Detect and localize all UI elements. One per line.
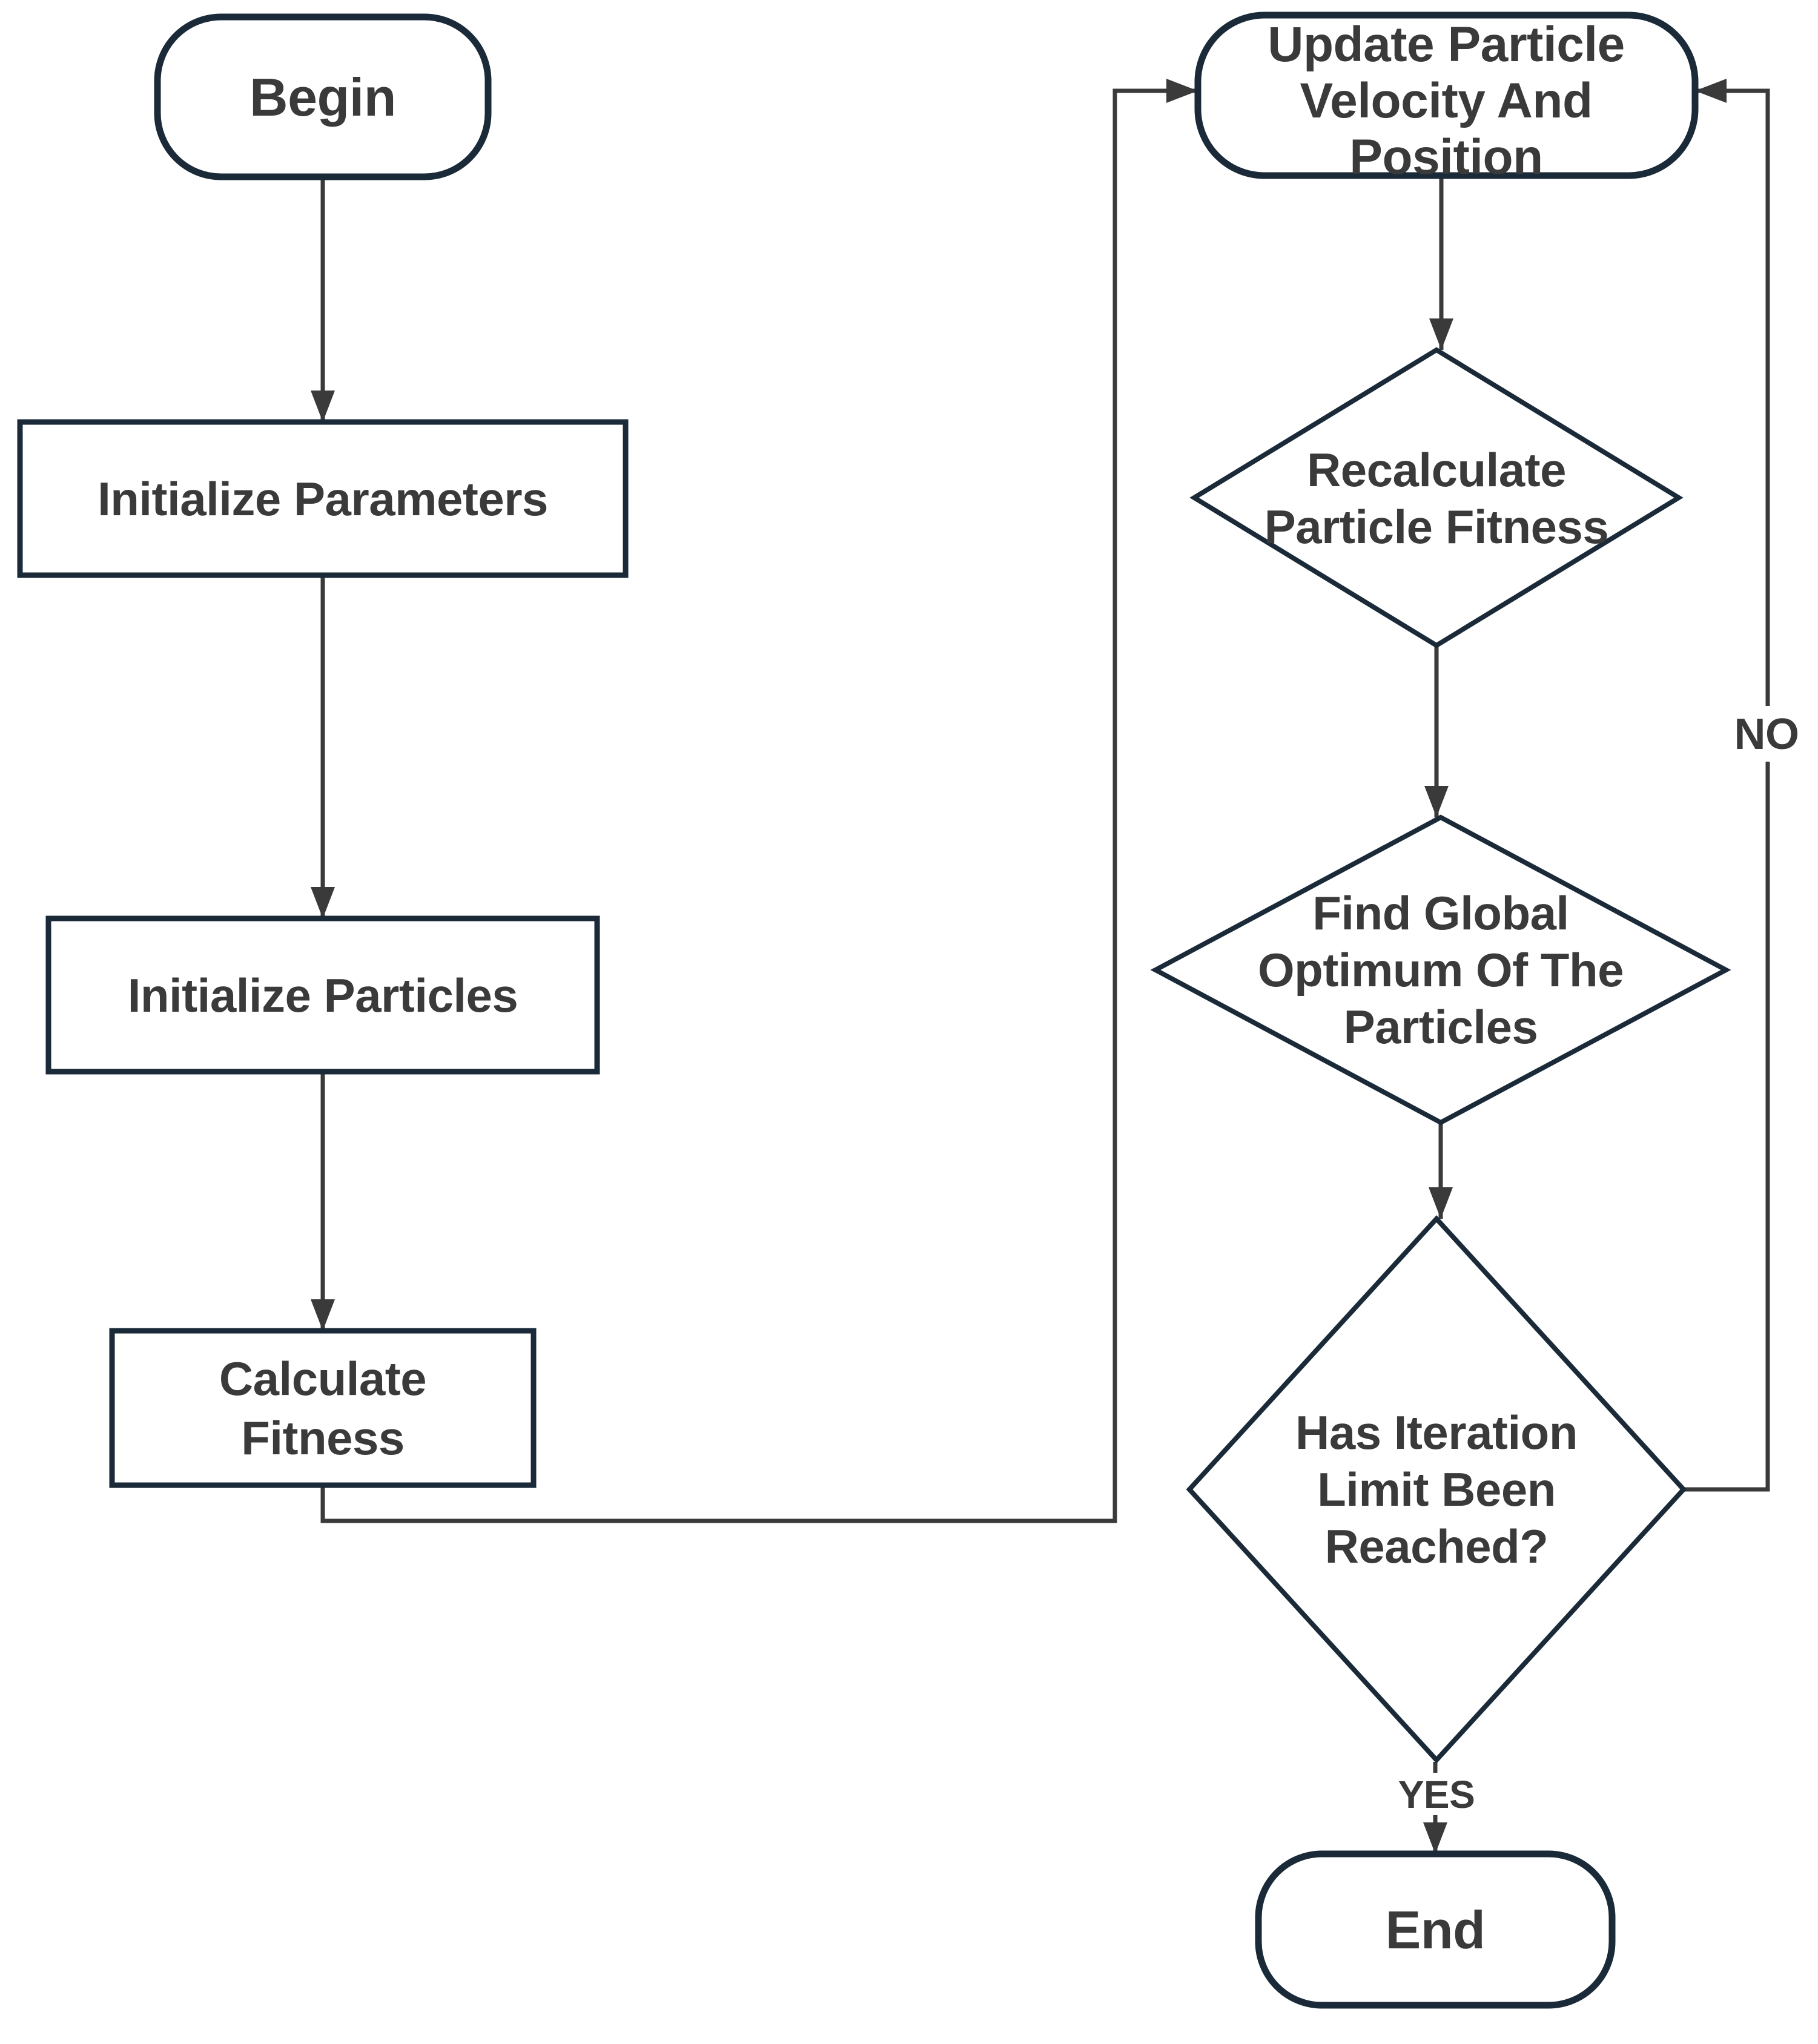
node-find-global-optimum: Find Global Optimum Of The Particles [1150, 814, 1731, 1126]
node-calculate-fitness: Calculate Fitness [109, 1328, 537, 1488]
edge-label-no: NO [1734, 710, 1799, 759]
update-particle-shape [1194, 12, 1699, 179]
node-end: End [1255, 1850, 1616, 2009]
edge-calculate-fitness-to-update-particle [320, 79, 1198, 1523]
end-label: End [1386, 1900, 1486, 1960]
recalculate-fitness-label-line1: Recalculate [1307, 443, 1566, 496]
edge-iteration-limit-to-update-particle-no [1684, 79, 1770, 1492]
begin-label: Begin [250, 67, 396, 127]
update-particle-label-line1: Update Particle [1268, 17, 1624, 72]
update-particle-label-line2: Velocity And [1300, 73, 1592, 128]
yes-label-mask [1392, 1773, 1481, 1815]
initialize-parameters-shape [17, 419, 629, 578]
edge-labels: NO YES [1392, 706, 1807, 1816]
calculate-fitness-label-line1: Calculate [219, 1352, 426, 1405]
recalculate-fitness-label-line2: Particle Fitness [1264, 500, 1609, 553]
recalculate-fitness-shape [1189, 347, 1684, 648]
node-initialize-parameters: Initialize Parameters [17, 419, 629, 578]
iteration-limit-shape [1186, 1215, 1687, 1764]
initialize-particles-shape [45, 915, 600, 1075]
begin-shape [154, 13, 492, 180]
find-global-optimum-label-line3: Particles [1344, 1000, 1538, 1053]
calculate-fitness-label-line2: Fitness [241, 1411, 405, 1465]
edge-label-yes: YES [1398, 1773, 1475, 1816]
edges [311, 79, 1770, 1854]
find-global-optimum-shape [1150, 814, 1731, 1126]
initialize-parameters-label: Initialize Parameters [98, 472, 548, 526]
end-shape [1255, 1850, 1616, 2009]
node-initialize-particles: Initialize Particles [45, 915, 600, 1075]
node-recalculate-fitness: Recalculate Particle Fitness [1189, 347, 1684, 648]
iteration-limit-label-line1: Has Iteration [1295, 1406, 1578, 1459]
update-particle-label-line3: Position [1349, 130, 1542, 185]
calculate-fitness-shape [109, 1328, 537, 1488]
node-iteration-limit: Has Iteration Limit Been Reached? [1186, 1215, 1687, 1764]
iteration-limit-label-line2: Limit Been [1317, 1463, 1556, 1516]
node-update-particle: Update Particle Velocity And Position [1194, 12, 1699, 185]
find-global-optimum-label-line1: Find Global [1312, 886, 1568, 940]
initialize-particles-label: Initialize Particles [128, 969, 518, 1022]
node-begin: Begin [154, 13, 492, 180]
find-global-optimum-label-line2: Optimum Of The [1258, 943, 1624, 997]
no-label-mask [1726, 706, 1807, 762]
iteration-limit-label-line3: Reached? [1325, 1520, 1549, 1573]
